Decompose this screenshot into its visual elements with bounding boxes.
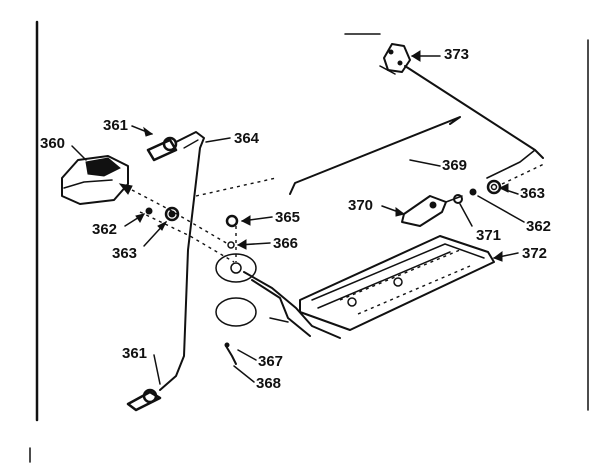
callout-373: 373 bbox=[444, 46, 469, 63]
callout-367: 367 bbox=[258, 353, 283, 370]
callout-370: 370 bbox=[348, 197, 373, 214]
part-370-pilot-bracket bbox=[401, 195, 463, 227]
part-362-ferrule-left bbox=[145, 207, 153, 215]
part-364-tube bbox=[159, 131, 205, 391]
part-373-bracket bbox=[379, 43, 411, 75]
callout-360: 360 bbox=[40, 135, 65, 152]
callout-362-left: 362 bbox=[92, 221, 117, 238]
callout-361-top: 361 bbox=[103, 117, 128, 134]
callout-362-right: 362 bbox=[526, 218, 551, 235]
callout-363-left: 363 bbox=[112, 245, 137, 262]
callout-369: 369 bbox=[442, 157, 467, 174]
part-367-air-shutter bbox=[215, 253, 257, 327]
callout-363-right: 363 bbox=[520, 185, 545, 202]
leader-lines bbox=[71, 50, 525, 385]
callout-366: 366 bbox=[273, 235, 298, 252]
assembly-dashed-lines bbox=[131, 163, 545, 263]
callout-372: 372 bbox=[522, 245, 547, 262]
part-361-fitting-bottom bbox=[126, 388, 162, 412]
part-371-nut bbox=[453, 194, 463, 204]
part-363-nut-right bbox=[486, 179, 502, 195]
part-372-burner bbox=[299, 235, 495, 331]
callout-371: 371 bbox=[476, 227, 501, 244]
callout-361-bottom: 361 bbox=[122, 345, 147, 362]
part-366-washer bbox=[227, 241, 235, 249]
part-368-screw bbox=[224, 342, 237, 365]
part-365-orifice bbox=[225, 214, 239, 228]
callout-364: 364 bbox=[234, 130, 260, 147]
part-362-ferrule-right bbox=[469, 188, 477, 196]
burner-venturi-tube bbox=[243, 271, 341, 339]
callout-365: 365 bbox=[275, 209, 300, 226]
callout-368: 368 bbox=[256, 375, 281, 392]
part-361-fitting-top bbox=[146, 136, 178, 162]
part-369-tube bbox=[289, 65, 544, 195]
part-360-valve bbox=[61, 155, 133, 205]
